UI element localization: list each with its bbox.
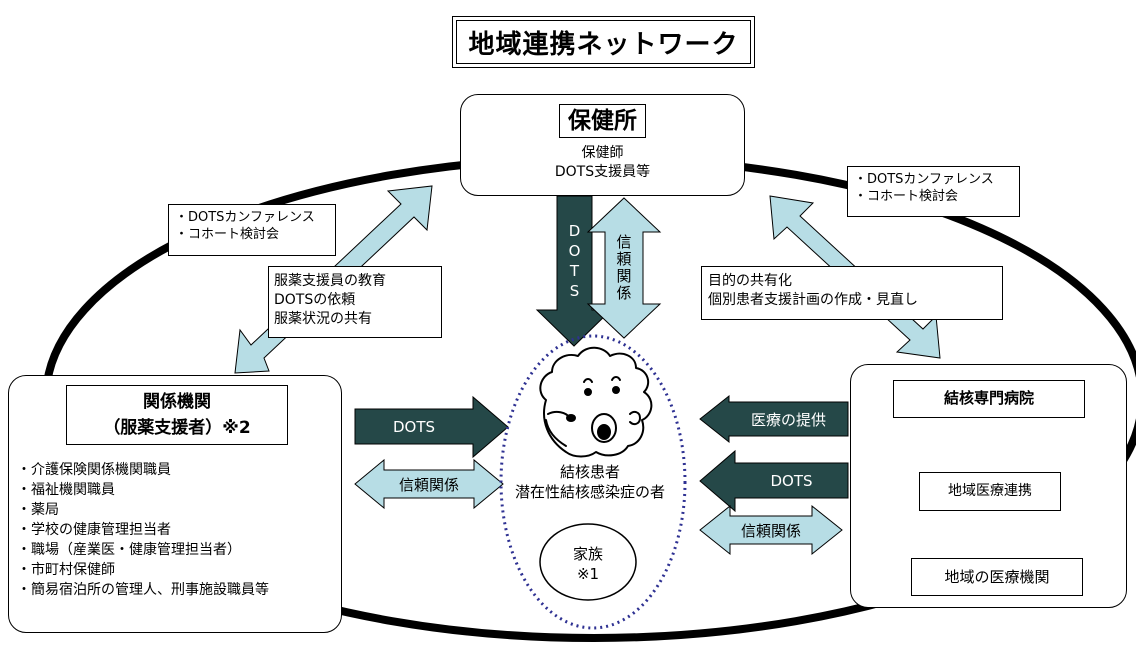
- list-item: ・福祉機関職員: [17, 482, 115, 498]
- shinrai-left-label: 信頼関係: [398, 475, 459, 494]
- note-center-left: 服薬支援員の教育 DOTSの依頼 服薬状況の共有: [268, 266, 442, 338]
- note-line: ・コホート検討会: [854, 189, 959, 204]
- list-item: ・簡易宿泊所の管理人、刑事施設職員等: [17, 582, 269, 598]
- list-item: ・職場（産業医・健康管理担当者）: [17, 542, 241, 558]
- note-line: ・DOTSカンファレンス: [175, 210, 315, 225]
- iryo-teikyo-arrow: [699, 394, 849, 444]
- dots-right-label: DOTS: [770, 471, 813, 490]
- title-frame: 地域連携ネットワーク: [452, 16, 755, 68]
- page-title: 地域連携ネットワーク: [456, 20, 751, 64]
- note-left-top: ・DOTSカンファレンス ・コホート検討会: [168, 204, 336, 256]
- note-line: 目的の共有化: [708, 273, 792, 289]
- hokensho-title: 保健所: [559, 104, 646, 138]
- chiiki-iryo-renkei-box: 地域医療連携: [919, 472, 1061, 511]
- kankei-kikan-box: 関係機関 （服薬支援者）※2 ・介護保険関係機関職員 ・福祉機関職員 ・薬局 ・…: [8, 375, 342, 633]
- kankei-kikan-title: 関係機関 （服薬支援者）※2: [66, 385, 288, 445]
- list-item: ・薬局: [17, 502, 59, 518]
- hokensho-box: 保健所 保健師 DOTS支援員等: [460, 94, 745, 196]
- hokensho-line: 保健師: [581, 145, 624, 161]
- note-line: 服薬状況の共有: [274, 311, 372, 327]
- note-line: ・DOTSカンファレンス: [854, 172, 994, 187]
- note-line: DOTSの依頼: [274, 292, 356, 308]
- hokensho-line: DOTS支援員等: [554, 164, 651, 180]
- dots-left-arrow: [354, 395, 509, 459]
- note-line: 服薬支援員の教育: [274, 273, 386, 289]
- list-item: ・介護保険関係機関職員: [17, 462, 171, 478]
- shinrai-vertical-double-arrow: [586, 197, 662, 339]
- dots-down-arrow: [535, 195, 613, 347]
- dots-left-label: DOTS: [392, 417, 436, 436]
- shinrai-right-double-arrow: [699, 504, 843, 556]
- note-center-right: 目的の共有化 個別患者支援計画の作成・見直し: [701, 266, 1003, 320]
- shinrai-right-label: 信頼関係: [740, 521, 801, 540]
- family-ellipse: [539, 523, 637, 601]
- dots-down-label: DOTS: [565, 222, 584, 302]
- shinrai-left-double-arrow: [354, 458, 504, 510]
- kankei-kikan-list: ・介護保険関係機関職員 ・福祉機関職員 ・薬局 ・学校の健康管理担当者 ・職場（…: [17, 460, 269, 600]
- list-item: ・市町村保健師: [17, 562, 115, 578]
- patient-dotted-oval: [499, 334, 687, 630]
- family-label: 家族 ※1: [572, 545, 603, 583]
- kekkaku-byoin-box: 結核専門病院 地域医療連携 地域の医療機関: [850, 364, 1127, 608]
- kekkaku-byoin-title: 結核専門病院: [893, 380, 1085, 418]
- dots-right-arrow: [699, 449, 849, 513]
- note-line: 個別患者支援計画の作成・見直し: [708, 292, 918, 308]
- patient-label: 結核患者 潜在性結核感染症の者: [514, 463, 665, 501]
- note-right-top: ・DOTSカンファレンス ・コホート検討会: [847, 166, 1020, 217]
- shinrai-vertical-label: 信頼関係: [614, 234, 633, 302]
- note-line: ・コホート検討会: [175, 227, 280, 242]
- list-item: ・学校の健康管理担当者: [17, 522, 171, 538]
- iryo-teikyo-label: 医療の提供: [750, 410, 826, 429]
- chiiki-iryo-kikan-box: 地域の医療機関: [911, 558, 1083, 596]
- patient-face-illustration: [539, 346, 653, 458]
